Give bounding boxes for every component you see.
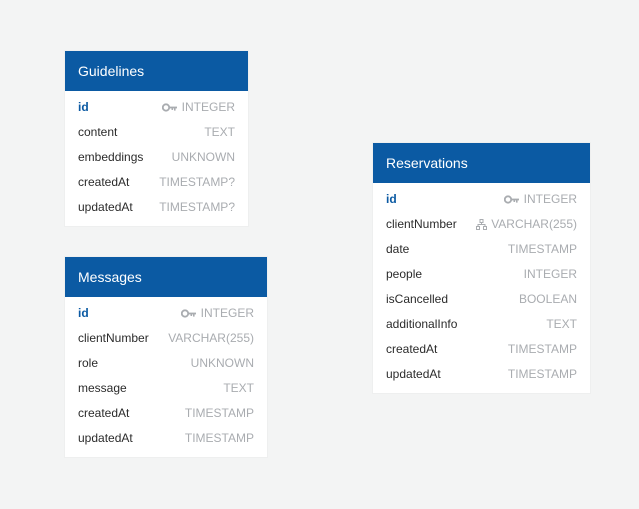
column-row-role[interactable]: role UNKNOWN — [65, 351, 267, 376]
column-row-createdat[interactable]: createdAt TIMESTAMP — [65, 401, 267, 426]
column-row-iscancelled[interactable]: isCancelled BOOLEAN — [373, 287, 590, 312]
column-row-date[interactable]: date TIMESTAMP — [373, 237, 590, 262]
table-guidelines[interactable]: Guidelines id INTEGER content TEXT embed… — [65, 51, 248, 226]
key-icon — [180, 309, 197, 318]
column-type: TEXT — [223, 381, 254, 395]
column-row-id[interactable]: id INTEGER — [373, 187, 590, 212]
column-name: id — [386, 192, 397, 206]
column-list: id INTEGER content TEXT embeddings UNKNO… — [65, 91, 248, 226]
column-row-id[interactable]: id INTEGER — [65, 95, 248, 120]
column-row-clientnumber[interactable]: clientNumber VARCHAR(255) — [65, 326, 267, 351]
relation-icon — [476, 219, 488, 230]
column-name: createdAt — [78, 175, 130, 189]
table-title[interactable]: Reservations — [373, 143, 590, 183]
column-type: VARCHAR(255) — [491, 217, 577, 231]
column-name: updatedAt — [78, 431, 133, 445]
column-row-updatedat[interactable]: updatedAt TIMESTAMP — [373, 362, 590, 387]
column-name: id — [78, 306, 89, 320]
column-row-content[interactable]: content TEXT — [65, 120, 248, 145]
column-list: id INTEGER clientNumber VARCHAR(255) dat… — [373, 183, 590, 393]
column-row-message[interactable]: message TEXT — [65, 376, 267, 401]
column-row-updatedat[interactable]: updatedAt TIMESTAMP — [65, 426, 267, 451]
column-name: createdAt — [78, 406, 130, 420]
column-type: INTEGER — [181, 100, 235, 114]
column-name: updatedAt — [386, 367, 441, 381]
column-row-createdat[interactable]: createdAt TIMESTAMP — [373, 337, 590, 362]
column-type: TIMESTAMP — [507, 342, 577, 356]
column-type: TIMESTAMP — [507, 367, 577, 381]
column-type: UNKNOWN — [171, 150, 235, 164]
key-icon — [161, 103, 178, 112]
column-type: TEXT — [204, 125, 235, 139]
column-type: TIMESTAMP — [184, 431, 254, 445]
column-name: id — [78, 100, 89, 114]
column-row-people[interactable]: people INTEGER — [373, 262, 590, 287]
table-reservations[interactable]: Reservations id INTEGER clientNumber VAR… — [373, 143, 590, 393]
column-name: people — [386, 267, 423, 281]
column-name: createdAt — [386, 342, 438, 356]
column-row-clientnumber[interactable]: clientNumber VARCHAR(255) — [373, 212, 590, 237]
column-type: INTEGER — [523, 267, 577, 281]
column-name: clientNumber — [386, 217, 457, 231]
column-row-embeddings[interactable]: embeddings UNKNOWN — [65, 145, 248, 170]
column-name: isCancelled — [386, 292, 449, 306]
table-title[interactable]: Guidelines — [65, 51, 248, 91]
column-name: date — [386, 242, 410, 256]
column-name: role — [78, 356, 99, 370]
key-icon — [503, 195, 520, 204]
column-type: TIMESTAMP? — [159, 175, 235, 189]
column-type: UNKNOWN — [190, 356, 254, 370]
column-name: content — [78, 125, 118, 139]
column-type: INTEGER — [200, 306, 254, 320]
column-name: embeddings — [78, 150, 144, 164]
column-type: BOOLEAN — [518, 292, 577, 306]
column-row-additionalinfo[interactable]: additionalInfo TEXT — [373, 312, 590, 337]
column-type: TEXT — [546, 317, 577, 331]
column-name: additionalInfo — [386, 317, 458, 331]
column-type: TIMESTAMP — [507, 242, 577, 256]
column-row-id[interactable]: id INTEGER — [65, 301, 267, 326]
column-type: TIMESTAMP? — [159, 200, 235, 214]
column-list: id INTEGER clientNumber VARCHAR(255) rol… — [65, 297, 267, 457]
column-name: message — [78, 381, 127, 395]
column-type: VARCHAR(255) — [168, 331, 254, 345]
column-row-createdat[interactable]: createdAt TIMESTAMP? — [65, 170, 248, 195]
column-type: INTEGER — [523, 192, 577, 206]
column-name: updatedAt — [78, 200, 133, 214]
table-messages[interactable]: Messages id INTEGER clientNumber VARCHAR… — [65, 257, 267, 457]
column-row-updatedat[interactable]: updatedAt TIMESTAMP? — [65, 195, 248, 220]
column-type: TIMESTAMP — [184, 406, 254, 420]
column-name: clientNumber — [78, 331, 149, 345]
table-title[interactable]: Messages — [65, 257, 267, 297]
